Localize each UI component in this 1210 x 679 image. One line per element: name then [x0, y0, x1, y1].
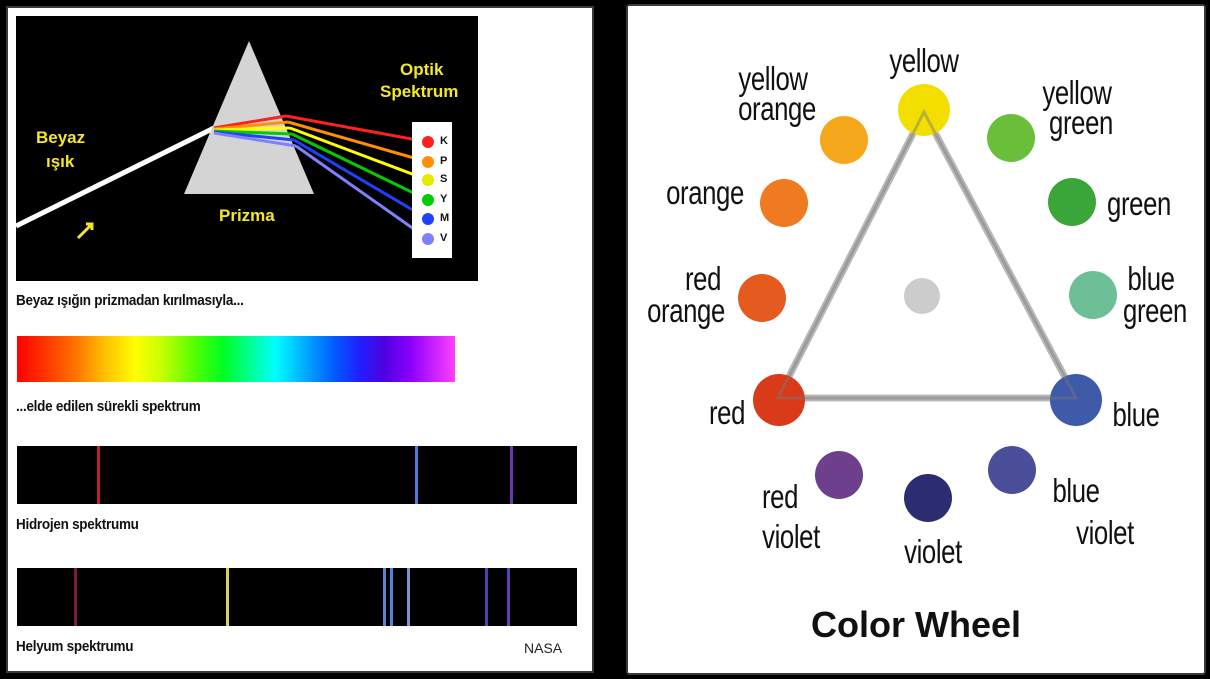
- caption-prism-refraction: Beyaz ışığın prizmadan kırılmasıyla...: [16, 292, 244, 309]
- caption-hydrogen: Hidrojen spektrumu: [16, 516, 139, 533]
- hydrogen-line-blue: [415, 446, 418, 504]
- hydrogen-spectrum-band: [17, 446, 577, 504]
- color-wheel-title: Color Wheel: [810, 604, 1021, 645]
- helium-line-4: [390, 568, 393, 626]
- optic-label: Optik: [400, 60, 444, 79]
- label-yellow-orange-2: orange: [738, 90, 816, 127]
- red-orange-dot: [738, 274, 786, 322]
- label-red: red: [708, 394, 746, 431]
- helium-line-2: [226, 568, 229, 626]
- caption-helium: Helyum spektrumu: [16, 638, 134, 655]
- nasa-credit: NASA: [524, 640, 563, 656]
- white-light-label-2: ışık: [46, 152, 75, 171]
- hydrogen-line-red: [97, 446, 100, 504]
- blue-violet-dot: [988, 446, 1036, 494]
- label-blue-violet-2: violet: [1076, 514, 1134, 551]
- white-light-label: Beyaz: [36, 128, 86, 147]
- orange-dot: [760, 179, 808, 227]
- color-letter-y: Y: [440, 193, 448, 205]
- violet-dot: [904, 474, 952, 522]
- helium-line-5: [407, 568, 410, 626]
- helium-line-3: [383, 568, 386, 626]
- screen-color-dots: [422, 136, 434, 245]
- green-dot: [1048, 178, 1096, 226]
- yellow-dot: [898, 84, 950, 136]
- color-letter-p: P: [440, 155, 448, 167]
- hydrogen-line-violet: [510, 446, 513, 504]
- yellow-green-dot: [987, 114, 1035, 162]
- label-blue-violet-1: blue: [1052, 472, 1100, 509]
- label-red-orange-2: orange: [647, 292, 725, 329]
- label-red-violet-1: red: [761, 478, 799, 515]
- label-yellow-green-2: green: [1049, 104, 1113, 141]
- helium-spectrum-band: [17, 568, 577, 626]
- color-wheel-panel: yellow yellow orange yellow green orange…: [626, 4, 1206, 675]
- prism-spectrum-panel: Beyaz ışık Prizma Optik Spektrum K P S Y…: [6, 6, 594, 673]
- blue-green-dot: [1069, 271, 1117, 319]
- prism-label: Prizma: [219, 206, 275, 225]
- label-yellow: yellow: [889, 42, 959, 79]
- triangle-overlay: [775, 108, 1079, 400]
- caption-continuous-spectrum: ...elde edilen sürekli spektrum: [16, 398, 201, 415]
- helium-line-7: [507, 568, 510, 626]
- label-green: green: [1107, 185, 1171, 222]
- prism-triangle: [184, 41, 314, 194]
- helium-line-1: [74, 568, 77, 626]
- label-red-orange-1: red: [684, 260, 722, 297]
- label-red-violet-2: violet: [762, 518, 820, 555]
- red-violet-dot: [815, 451, 863, 499]
- red-dot: [753, 374, 805, 426]
- continuous-spectrum-bar: [17, 336, 455, 382]
- label-blue-green-1: blue: [1127, 260, 1175, 297]
- label-yellow-orange-1: yellow: [738, 60, 808, 97]
- prism-diagram: Beyaz ışık Prizma Optik Spektrum K P S Y…: [14, 16, 478, 281]
- color-letter-k: K: [440, 135, 448, 147]
- triangle-outline: [772, 104, 1082, 402]
- color-letter-v: V: [440, 232, 448, 244]
- dispersed-rays: [213, 114, 429, 241]
- label-blue: blue: [1112, 396, 1160, 433]
- label-orange: orange: [666, 174, 744, 211]
- color-letter-s: S: [440, 173, 448, 185]
- label-yellow-green-1: yellow: [1042, 74, 1112, 111]
- arrow-icon: [76, 222, 94, 240]
- yellow-orange-dot: [820, 116, 868, 164]
- helium-line-6: [485, 568, 488, 626]
- color-letter-m: M: [440, 212, 450, 224]
- center-gray-dot: [904, 278, 940, 314]
- white-light-beam: [14, 125, 216, 229]
- prism-illustration: [14, 41, 452, 258]
- color-wheel-diagram: [738, 84, 1117, 522]
- spectrum-label: Spektrum: [380, 82, 459, 101]
- blue-dot: [1050, 374, 1102, 426]
- label-violet: violet: [904, 533, 962, 570]
- label-blue-green-2: green: [1123, 292, 1187, 329]
